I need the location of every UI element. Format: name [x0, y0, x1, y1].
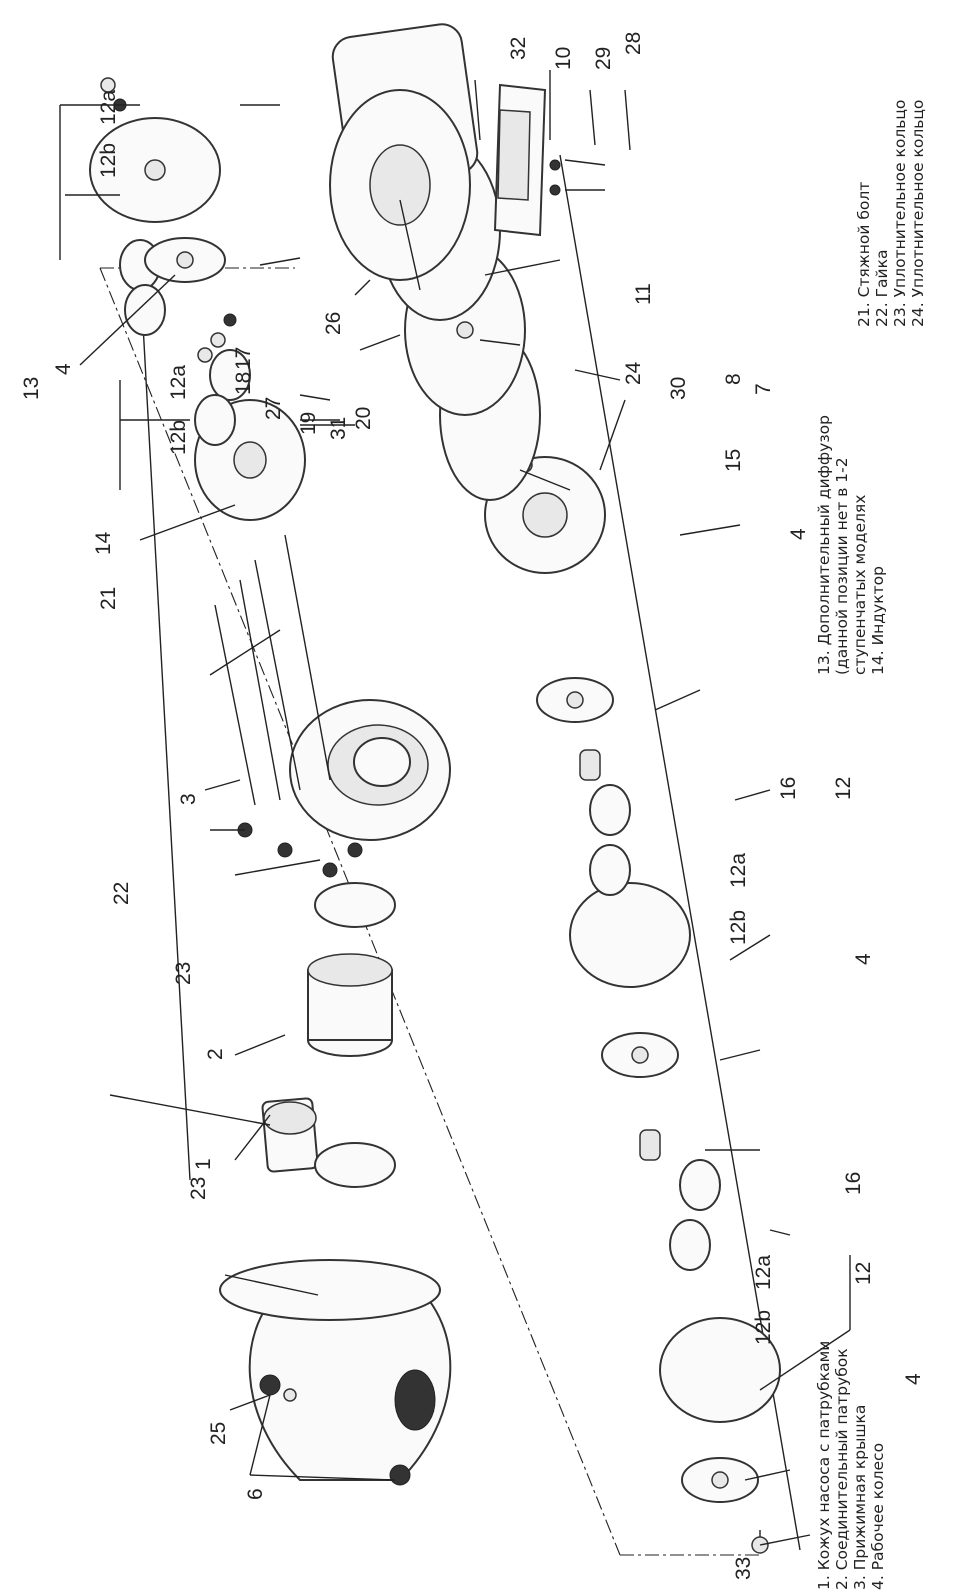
label-24: 24 — [622, 361, 645, 385]
label-12a-4: 12a — [752, 1255, 775, 1290]
label-23b: 23 — [187, 1177, 210, 1200]
legend-item-13: 13. Дополнительный диффузор — [815, 415, 833, 675]
label-33: 33 — [732, 1557, 755, 1580]
legend-item-3: 3. Прижимная крышка — [851, 1404, 869, 1590]
leader-lines — [59, 70, 851, 1546]
legend-col-2: 13. Дополнительный диффузор (данной пози… — [815, 415, 887, 675]
pump-casing — [219, 1097, 452, 1481]
label-25: 25 — [207, 1422, 230, 1445]
legend-item-13-note-1: (данной позиции нет в 1-2 — [833, 457, 851, 675]
impellers-lower — [536, 677, 759, 1503]
diffuser-13 — [89, 117, 221, 223]
legend-item-14: 14. Индуктор — [869, 566, 887, 675]
label-8: 8 — [722, 373, 745, 385]
base-10 — [493, 83, 606, 237]
label-12a: 12 — [852, 1262, 875, 1285]
legend-item-4: 4. Рабочее колесо — [869, 1442, 887, 1590]
press-cover — [289, 699, 451, 841]
motor-32 — [329, 23, 479, 291]
label-22: 22 — [110, 882, 133, 905]
label-1: 1 — [192, 1158, 215, 1170]
label-6: 6 — [244, 1488, 267, 1500]
label-16a: 16 — [777, 777, 800, 800]
label-30: 30 — [667, 377, 690, 400]
label-15: 15 — [722, 449, 745, 472]
callout-numbers: 1 2 3 4 4 4 4 6 7 8 10 11 12 12 12a 12b … — [20, 32, 925, 1580]
label-12b-4: 12b — [752, 1310, 775, 1345]
label-13: 13 — [20, 377, 43, 400]
label-12a-3: 12a — [727, 853, 750, 888]
label-27: 27 — [262, 397, 285, 420]
label-18: 18 — [232, 372, 255, 395]
legend-item-24: 24. Уплотнительное кольцо — [909, 99, 927, 327]
tie-bolts — [214, 534, 331, 806]
drain-plugs — [259, 1374, 411, 1486]
label-3: 3 — [177, 793, 200, 805]
impeller-upper — [144, 237, 226, 283]
label-4b: 4 — [787, 528, 810, 540]
label-17: 17 — [232, 347, 255, 370]
seal-rings-23 — [314, 882, 396, 1188]
spacers-16 — [579, 749, 769, 1554]
connecting-pipe — [307, 953, 393, 1057]
label-21: 21 — [97, 587, 120, 610]
label-4a: 4 — [52, 363, 75, 375]
label-12b: 12 — [832, 777, 855, 800]
label-16b: 16 — [842, 1172, 865, 1195]
label-12a-2: 12a — [97, 90, 120, 125]
small-parts-upper — [100, 77, 237, 363]
diffusers-12 — [569, 882, 781, 1423]
legend-item-22: 22. Гайка — [873, 249, 891, 327]
legend-item-13-note-2: ступенчатых моделях — [851, 494, 869, 675]
legend-item-21: 21. Стяжной болт — [855, 181, 873, 327]
label-11: 11 — [632, 283, 655, 305]
label-20: 20 — [352, 407, 375, 430]
legend-item-1: 1. Кожух насоса с патрубками — [815, 1340, 833, 1590]
label-29: 29 — [592, 47, 615, 70]
label-12b-2: 12b — [97, 143, 120, 178]
legend-item-23: 23. Уплотнительное кольцо — [891, 99, 909, 327]
label-23a: 23 — [172, 962, 195, 985]
label-12b-3: 12b — [727, 910, 750, 945]
label-26: 26 — [322, 312, 345, 335]
label-28: 28 — [622, 32, 645, 55]
legend-col-3: 21. Стяжной болт 22. Гайка 23. Уплотните… — [855, 100, 927, 327]
label-10: 10 — [552, 47, 575, 70]
label-4d: 4 — [902, 1373, 925, 1385]
label-4c: 4 — [852, 953, 875, 965]
label-31: 31 — [327, 417, 350, 440]
legend-col-1: 1. Кожух насоса с патрубками 2. Соединит… — [815, 1341, 887, 1590]
label-19: 19 — [297, 412, 320, 435]
label-12a-1: 12a — [167, 365, 190, 400]
seal-rings-12ab-lower — [589, 784, 721, 1271]
label-12b-1: 12b — [167, 420, 190, 455]
label-32: 32 — [507, 37, 530, 60]
label-2: 2 — [204, 1048, 227, 1060]
label-7: 7 — [752, 383, 775, 395]
legend-item-2: 2. Соединительный патрубок — [833, 1348, 851, 1590]
label-14: 14 — [92, 531, 115, 555]
